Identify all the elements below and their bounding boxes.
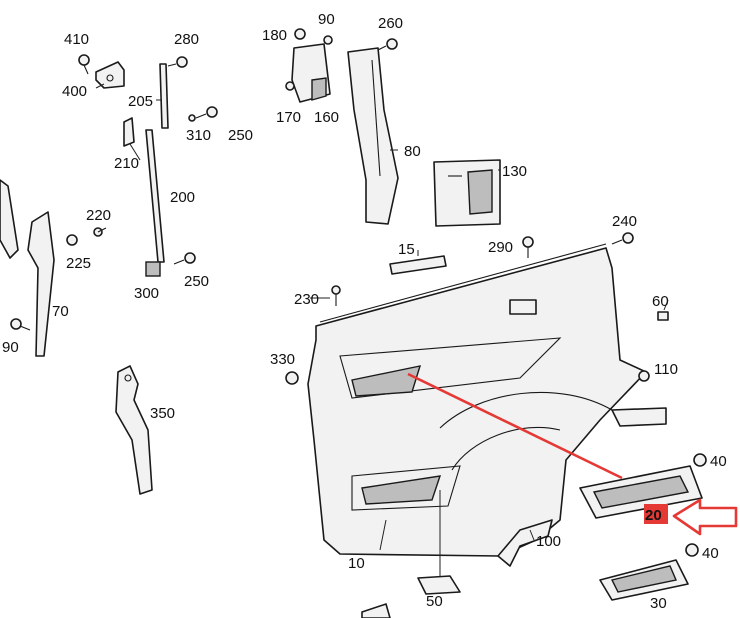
red-callout-line: [407, 372, 623, 480]
arrow-left-outline-icon: [672, 498, 738, 536]
label-225: 225: [66, 255, 91, 272]
part-280-205-rod: [159, 56, 188, 129]
part-250-screw: [173, 252, 196, 265]
label-15: 15: [398, 241, 415, 258]
part-410-400-bracket: [78, 54, 125, 89]
part-170-160-fastener: [285, 81, 295, 91]
part-330-washer: [285, 371, 299, 385]
part-15-strip: [389, 255, 447, 275]
label-70: 70: [52, 303, 69, 320]
label-130: 130: [502, 163, 527, 180]
part-110-fastener: [638, 370, 650, 382]
part-10-step-body: [307, 243, 647, 557]
label-230: 230: [294, 291, 319, 308]
label-310: 310: [186, 127, 211, 144]
label-260: 260: [378, 15, 403, 32]
part-290-230-screws: [331, 236, 534, 306]
label-40-bottom: 40: [702, 545, 719, 562]
label-50: 50: [426, 593, 443, 610]
part-bottom-edge-fragment: [361, 603, 391, 618]
part-350-bracket: [115, 365, 153, 495]
label-90-left: 90: [2, 339, 19, 356]
label-80: 80: [404, 143, 421, 160]
label-30: 30: [650, 595, 667, 612]
label-350: 350: [150, 405, 175, 422]
label-110: 110: [654, 361, 678, 378]
part-50-bracket: [417, 490, 461, 595]
part-60-clip: [657, 311, 669, 321]
label-200: 200: [170, 189, 195, 206]
label-410: 410: [64, 31, 89, 48]
label-250-bottom: 250: [184, 273, 209, 290]
part-260-80-arm: [347, 38, 399, 225]
part-240-screw: [611, 232, 634, 245]
part-20-step-plate: [579, 465, 703, 519]
leader-lines: [95, 83, 669, 551]
part-130-handle: [433, 159, 501, 227]
label-220: 220: [86, 207, 111, 224]
part-220-225-screw: [66, 227, 107, 246]
label-40-top: 40: [710, 453, 727, 470]
part-210-200-rod: [123, 117, 165, 277]
label-290: 290: [488, 239, 513, 256]
label-20-highlighted: 20: [645, 507, 662, 524]
highlight-box: [644, 504, 668, 524]
part-40-screws: [685, 453, 707, 557]
label-280: 280: [174, 31, 199, 48]
label-180: 180: [262, 27, 287, 44]
label-170: 170: [276, 109, 301, 126]
part-70-bracket: [10, 211, 55, 357]
label-250-top: 250: [228, 127, 253, 144]
part-left-edge-fragment: [0, 179, 19, 259]
part-100-fender-flare: [497, 407, 667, 567]
label-330: 330: [270, 351, 295, 368]
part-310-250-screw: [188, 106, 218, 122]
label-60: 60: [652, 293, 669, 310]
label-210: 210: [114, 155, 139, 172]
label-100: 100: [536, 533, 561, 550]
label-240: 240: [612, 213, 637, 230]
label-10: 10: [348, 555, 365, 572]
part-30-step-plate: [599, 559, 689, 601]
label-160: 160: [314, 109, 339, 126]
label-300: 300: [134, 285, 159, 302]
part-180-90-hinge: [291, 28, 333, 103]
label-400: 400: [62, 83, 87, 100]
part-labels: 410 400 280 205 310 250 210 200 220 225 …: [2, 11, 727, 612]
label-205: 205: [128, 93, 153, 110]
label-90-top: 90: [318, 11, 335, 28]
